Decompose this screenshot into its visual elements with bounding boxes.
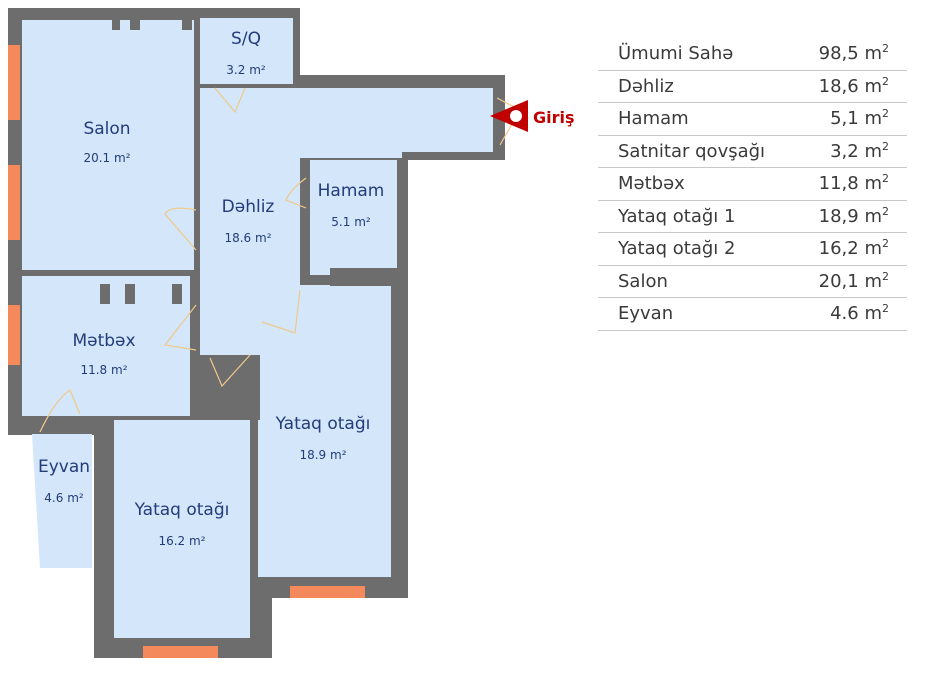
area-unit-sup: 2	[882, 302, 889, 315]
area-table-label: Ümumi Sahə	[618, 43, 734, 64]
area-table-value: 3,2 m2	[830, 140, 889, 162]
area-table-label: Dəhliz	[618, 75, 674, 97]
entry-arrow-icon	[490, 100, 528, 132]
salon-door	[164, 207, 197, 251]
sq-door	[214, 87, 246, 114]
area-unit-sup: 2	[882, 269, 889, 283]
matbax-name: Mətbəx	[72, 331, 135, 351]
area-value-text: 11,8 m	[818, 173, 882, 194]
area-table-row: Dəhliz 18,6 m2	[598, 71, 907, 103]
sq-area: 3.2 m²	[226, 63, 266, 77]
sq-name: S/Q	[231, 29, 261, 49]
area-table-row: Satnitar qovşağı 3,2 m2	[598, 136, 907, 168]
area-unit-sup: 2	[882, 74, 889, 88]
area-unit-sup: 2	[882, 237, 889, 250]
area-table-row: Yataq otağı 2 16,2 m2	[598, 233, 907, 266]
area-table-row: Eyvan 4.6 m2	[598, 298, 907, 331]
hamam-floor	[310, 160, 397, 275]
eyvan-floor	[32, 434, 92, 568]
area-table-value: 16,2 m2	[819, 237, 889, 259]
area-table-label: Eyvan	[618, 303, 674, 324]
salon-window-upper	[8, 45, 20, 120]
area-unit-sup: 2	[882, 139, 889, 153]
hamam-area: 5.1 m²	[331, 215, 371, 229]
eyvan-door	[39, 389, 81, 433]
yataq1-door	[261, 289, 301, 334]
yataq1-window	[290, 586, 365, 598]
area-table-value: 18,9 m2	[819, 205, 889, 227]
area-table-label: Mətbəx	[618, 173, 685, 194]
area-table-label: Hamam	[618, 108, 689, 129]
room-labels: Salon 20.1 m² S/Q 3.2 m² Dəhliz 18.6 m² …	[38, 29, 384, 548]
area-table-label: Satnitar qovşağı	[618, 140, 766, 162]
salon-area: 20.1 m²	[83, 151, 130, 165]
windows	[8, 45, 365, 658]
entry-label: Giriş	[533, 108, 575, 127]
area-table-label: Yataq otağı 1	[618, 205, 736, 227]
area-table-value: 18,6 m2	[819, 75, 889, 97]
area-table-value: 5,1 m2	[830, 107, 889, 129]
yataq2-name: Yataq otağı	[134, 500, 230, 520]
matbax-area: 11.8 m²	[80, 363, 127, 377]
area-unit-sup: 2	[882, 107, 889, 120]
area-table-row: Yataq otağı 1 18,9 m2	[598, 201, 907, 233]
area-table-row: Hamam 5,1 m2	[598, 103, 907, 136]
area-value-text: 4.6 m	[830, 303, 882, 324]
floor-plan: Giriş Salon 20.1 m² S/Q 3.2 m² Dəhliz 18…	[8, 8, 575, 658]
salon-name: Salon	[83, 119, 130, 139]
matbax-door	[163, 304, 197, 351]
yataq2-door	[209, 354, 251, 388]
eyvan-name: Eyvan	[38, 457, 90, 477]
area-unit-sup: 2	[882, 42, 889, 55]
dahliz-area: 18.6 m²	[224, 231, 271, 245]
area-table-label: Salon	[618, 270, 668, 292]
salon-floor	[22, 20, 194, 270]
area-value-text: 20,1 m	[818, 270, 882, 292]
area-value-text: 5,1 m	[830, 108, 882, 129]
wall-details	[100, 10, 400, 420]
area-table-value: 98,5 m2	[819, 42, 889, 64]
hamam-door	[285, 177, 307, 209]
area-value-text: 98,5 m	[818, 43, 882, 64]
dahliz-name: Dəhliz	[222, 197, 275, 217]
eyvan-area: 4.6 m²	[44, 491, 84, 505]
yataq1-floor	[258, 285, 391, 577]
salon-window-lower	[8, 165, 20, 240]
area-value-text: 18,9 m	[818, 205, 882, 227]
area-value-text: 16,2 m	[818, 238, 882, 259]
area-unit-sup: 2	[882, 204, 889, 218]
yataq1-name: Yataq otağı	[275, 414, 371, 434]
hamam-name: Hamam	[318, 181, 385, 201]
area-table-value: 4.6 m2	[830, 302, 889, 324]
yataq2-window	[143, 646, 218, 658]
area-table-value: 11,8 m2	[819, 172, 889, 194]
area-table-row: Mətbəx 11,8 m2	[598, 168, 907, 201]
area-value-text: 3,2 m	[830, 140, 882, 162]
matbax-window	[8, 305, 20, 365]
yataq2-area: 16.2 m²	[158, 534, 205, 548]
area-table-row: Ümumi Sahə 98,5 m2	[598, 38, 907, 71]
area-table-value: 20,1 m2	[819, 270, 889, 292]
area-table-row: Salon 20,1 m2	[598, 266, 907, 298]
entry-marker: Giriş	[490, 100, 575, 132]
sq-floor	[200, 18, 293, 84]
area-value-text: 18,6 m	[818, 75, 882, 97]
area-unit-sup: 2	[882, 172, 889, 185]
area-table-label: Yataq otağı 2	[618, 238, 736, 259]
yataq2-floor	[114, 420, 250, 638]
yataq1-area: 18.9 m²	[299, 448, 346, 462]
